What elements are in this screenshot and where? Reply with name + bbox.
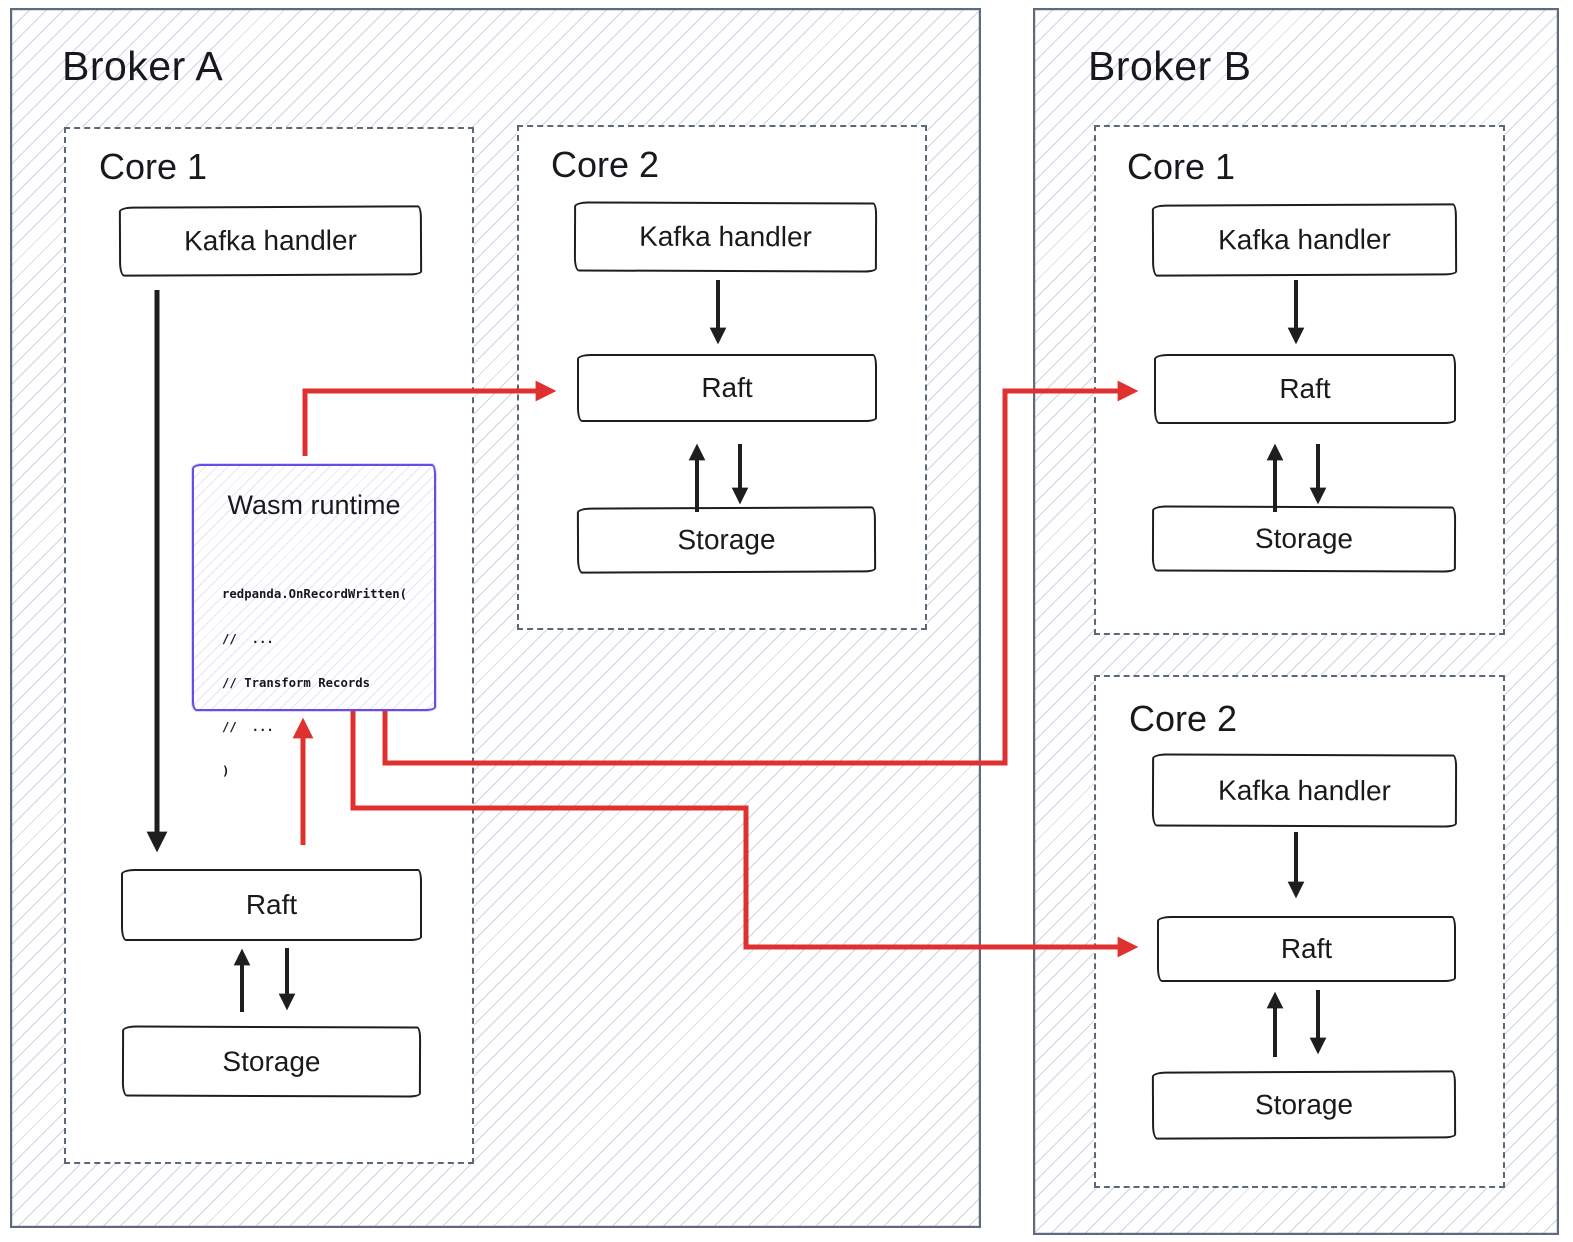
broker-a-core2-container: Core 2 Kafka handler Raft Storage: [517, 125, 927, 630]
broker-a-core1-storage-box: Storage: [121, 1025, 422, 1098]
raft-label: Raft: [1279, 373, 1331, 404]
code-line: // ...: [222, 631, 274, 646]
broker-b-core2-storage-box: Storage: [1151, 1070, 1457, 1140]
code-line: // ...: [222, 719, 274, 734]
broker-a-container: Broker A Core 1 Kafka handler Wasm runti…: [10, 8, 981, 1228]
wasm-runtime-title: Wasm runtime: [227, 490, 401, 520]
storage-label: Storage: [1254, 1088, 1354, 1121]
broker-b-core2-container: Core 2 Kafka handler Raft Storage: [1094, 675, 1505, 1188]
broker-b-core2-raft-box: Raft: [1157, 916, 1456, 982]
broker-b-core2-title: Core 2: [1129, 698, 1238, 739]
broker-b-container: Broker B Core 1 Kafka handler Raft Stora…: [1033, 8, 1559, 1235]
broker-a-core2-title: Core 2: [551, 144, 660, 185]
broker-b-core1-raft-box: Raft: [1154, 354, 1456, 424]
broker-a-core2-raft-box: Raft: [577, 354, 877, 422]
broker-a-core1-kafka-box: Kafka handler: [118, 205, 423, 277]
raft-label: Raft: [701, 372, 753, 403]
raft-label: Raft: [1280, 933, 1333, 964]
broker-b-core1-title: Core 1: [1127, 146, 1236, 187]
kafka-handler-label: Kafka handler: [184, 224, 357, 257]
kafka-handler-label: Kafka handler: [1218, 774, 1391, 806]
storage-label: Storage: [677, 523, 776, 556]
broker-b-title: Broker B: [1088, 43, 1252, 89]
raft-label: Raft: [245, 889, 298, 920]
storage-label: Storage: [222, 1045, 321, 1077]
broker-b-core1-kafka-box: Kafka handler: [1151, 203, 1458, 277]
wasm-code-snippet: redpanda.OnRecordWritten( // ... // Tran…: [222, 558, 407, 808]
kafka-handler-label: Kafka handler: [1218, 223, 1391, 256]
code-line: ): [222, 763, 230, 778]
code-line: // Transform Records: [222, 675, 371, 690]
broker-b-core1-container: Core 1 Kafka handler Raft Storage: [1094, 125, 1505, 635]
storage-label: Storage: [1254, 522, 1354, 555]
broker-a-core1-container: Core 1 Kafka handler Wasm runtime redpan…: [64, 127, 474, 1164]
code-line: redpanda.OnRecordWritten(: [222, 587, 408, 602]
broker-b-core1-storage-box: Storage: [1151, 505, 1457, 573]
broker-a-core1-raft-box: Raft: [121, 869, 422, 941]
broker-a-core2-storage-box: Storage: [576, 506, 877, 574]
broker-a-core2-kafka-box: Kafka handler: [573, 201, 878, 273]
kafka-handler-label: Kafka handler: [639, 220, 812, 253]
wasm-runtime-box: Wasm runtime redpanda.OnRecordWritten( /…: [192, 464, 436, 778]
broker-a-core1-title: Core 1: [99, 146, 208, 187]
broker-b-core2-kafka-box: Kafka handler: [1151, 753, 1458, 828]
broker-a-title: Broker A: [62, 43, 224, 89]
